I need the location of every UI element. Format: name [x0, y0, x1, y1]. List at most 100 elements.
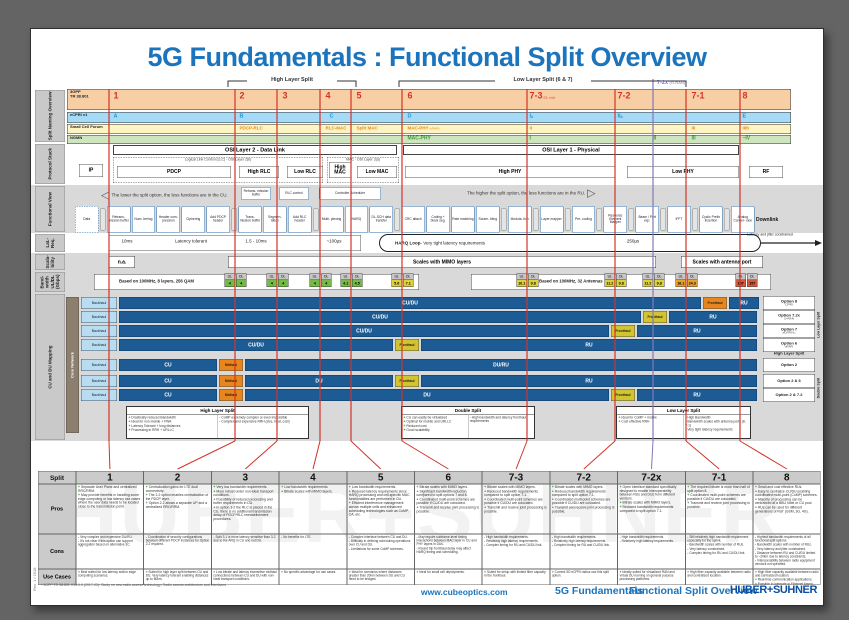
naming-row-label: 3GPP TR 38.801	[70, 89, 89, 99]
backhaul-chip: Backhaul	[81, 375, 117, 387]
scalability-antenna: Scales with antenna port	[681, 256, 763, 268]
latency-jitter-note: Latency and jitter constrained	[747, 233, 793, 237]
ip-box: IP	[79, 164, 103, 177]
fronthaul-chip: Fronthaul	[395, 375, 419, 387]
bullet-item: +Latency Tolerant + long distances	[128, 424, 181, 428]
bullet-item: +RUs can be used for different generatio…	[754, 506, 809, 514]
bandwidth-chip-header: DL	[687, 274, 697, 280]
bullet-item: -Highest bandwidth requirements of all f…	[754, 535, 811, 543]
table-cell-cons: -High bandwidth requirements.-Relatively…	[617, 534, 686, 569]
option-label: Option 2 & 6	[763, 374, 815, 388]
bandwidth-chip-value: 4	[236, 280, 246, 287]
bullet-list: +Bitrate scales with MIMO layers.+Signif…	[415, 485, 482, 516]
bullet-item: -Very complex and expensive DU/RU.	[78, 535, 133, 540]
bandwidth-chip-header: UL	[736, 274, 746, 280]
bandwidth-chip-header: DL	[278, 274, 288, 280]
bullet-item: +Coordinated multi-point schemes are pos…	[687, 493, 746, 501]
naming-entry: 7-2	[617, 90, 631, 101]
bandwidth-chip-value: 7.1	[403, 280, 413, 287]
mac-dashed-group: MAC - OSI Layer 2(a)	[327, 157, 399, 183]
bullet-item: -High bandwidth requirements.	[484, 535, 529, 540]
bullet-list: -Coordination of security configurations…	[144, 535, 211, 548]
naming-entry: 8	[742, 90, 748, 101]
scalability-na: n.a.	[109, 256, 135, 268]
bullet-item: +Efficient interference management acros…	[348, 501, 409, 517]
bullet-item: -Still relatively high bandwidth require…	[687, 535, 749, 543]
section-label: Functional View	[47, 191, 53, 227]
bullet-list: +Open interface standard specifically de…	[618, 485, 685, 515]
table-col-header: 7-3	[482, 471, 550, 484]
ru-bar: RU	[729, 297, 759, 309]
triangle-left-icon: ◁	[101, 188, 110, 201]
footer-product-title: Functional Split Overview	[629, 585, 758, 597]
osi-layer1-header: OSI Layer 1 - Physical	[403, 145, 739, 155]
latency-250: 250µs	[626, 238, 640, 244]
table-cell-use: »Ideally suited for virtualized RAN and …	[617, 569, 686, 585]
bandwidth-chip-value: 4	[225, 280, 235, 287]
functional-block: Analog Conver- sion	[731, 206, 755, 233]
naming-row-label: Small Cell Forum	[70, 124, 103, 129]
table-col-header: 6	[414, 471, 483, 484]
functional-upper-box: Retrans- mission buffer	[241, 187, 271, 200]
bullet-item: -Complex interface between CU and DU.	[348, 535, 408, 540]
bullet-item: +Transmit and receive joint processing i…	[551, 506, 615, 514]
table-cell-cons: -Split 3-1 is more latency sensitive tha…	[211, 534, 280, 569]
section-label: Split Naming Overview	[47, 91, 53, 141]
naming-entry: IIIb	[742, 125, 750, 131]
midhaul-chip: Midhaul	[219, 375, 243, 387]
split-separator	[394, 208, 400, 231]
bandwidth-chip-value: 9.8	[654, 280, 664, 287]
functional-block: Multi- plexing	[319, 206, 344, 233]
footer-url: www.cubeoptics.com	[421, 587, 508, 597]
naming-entry: Split MAC	[356, 125, 378, 131]
bullet-item: -Distance between RU and CU/DU limited t…	[754, 551, 816, 559]
summary-box-title: Low Layer Split	[617, 407, 750, 415]
bullet-item: -High bandwidth and latency fronthaul re…	[469, 416, 527, 424]
low-mac-box: Low MAC	[357, 166, 397, 178]
functional-block: HARQ	[344, 206, 369, 233]
bandwidth-chip-value: 157	[747, 280, 757, 287]
table-col-header: 7-2	[549, 471, 618, 484]
table-cell-cons: -Still relatively high bandwidth require…	[685, 534, 753, 569]
split-separator	[692, 208, 698, 231]
bullet-item: +Bitrate scales with MIMO layers.	[281, 489, 333, 494]
harq-label: HARQ Loop	[395, 240, 421, 246]
bullet-item: +Reduced cost	[403, 424, 427, 428]
option-label-title: Option 7.2x	[778, 312, 800, 318]
cu-bar: CU	[119, 389, 217, 401]
option-label-title: Option 6	[780, 340, 798, 346]
bullet-item: +Ideal for CoMP + mobile	[618, 416, 657, 420]
data-box: Data	[75, 206, 99, 233]
bandwidth-chip-header: UL	[605, 274, 615, 280]
naming-entry: III	[691, 135, 696, 142]
high-phy-box: High PHY	[405, 166, 615, 178]
naming-entry: 7-1	[691, 90, 705, 101]
table-cell-pros: +Very low bandwidth requirements.+More r…	[211, 484, 280, 534]
table-cell-pros: +Low bandwidth requirements.+Bitrate sca…	[279, 484, 347, 534]
option-label-sub: CPRI	[785, 302, 793, 307]
bullet-item: +In option 3-2 the RLC is placed in the …	[213, 506, 273, 521]
bullet-item: +Ideal for non mobile + FWA	[128, 420, 172, 424]
bandwidth-chip-value: 9.8	[616, 280, 626, 287]
naming-entry-sub: (nFAPI)	[428, 127, 440, 131]
functional-note-right-text: The higher the split option, the less fu…	[467, 190, 586, 196]
table-cell-use: »Ideal for scenarios where distances gre…	[346, 569, 415, 585]
bullet-list: +Ideal for CoMP + mobile+Cost effective …	[617, 415, 684, 438]
table-cell-pros: +Low bandwidth requirements.+Reduced lat…	[346, 484, 415, 534]
naming-entry: A	[113, 113, 118, 119]
table-row-label: Cons	[38, 534, 76, 569]
side-label-double-split: Double Split	[814, 373, 824, 403]
naming-entry: RLC-MAC	[325, 125, 347, 131]
bandwidth-right-label: Based on 100MHz, 32 Antennas	[539, 278, 603, 284]
section-label-box: Lat.-Req.	[35, 234, 65, 252]
bullet-list: -High bandwidth requirements.-Relatively…	[550, 535, 617, 549]
bandwidth-chip-header: UL	[225, 274, 235, 280]
